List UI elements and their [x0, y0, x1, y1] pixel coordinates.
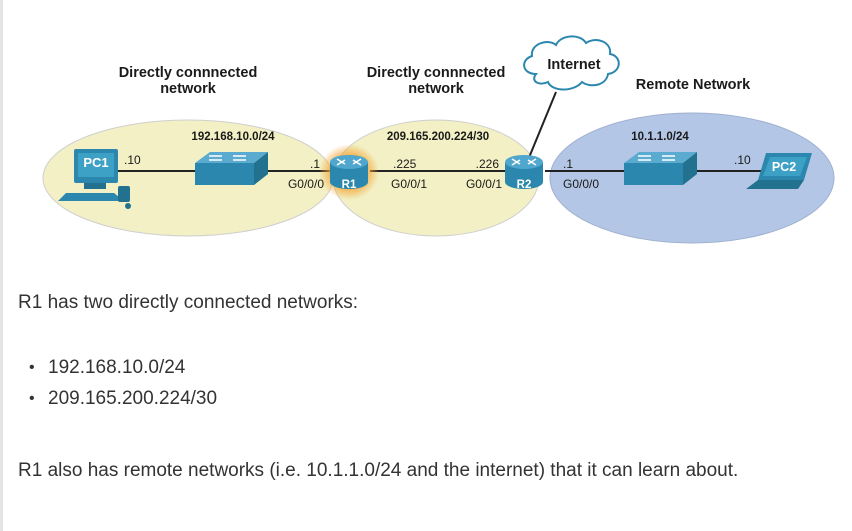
r1-g000-port: G0/0/0 [288, 177, 324, 191]
r2-wan-address: .226 [476, 157, 500, 171]
r1-label: R1 [342, 179, 357, 191]
r2-internet-link [527, 91, 557, 161]
right-switch-icon [624, 152, 697, 185]
middle-subnet-label: 209.165.200.224/30 [387, 131, 489, 143]
r2-label: R2 [517, 179, 532, 191]
r1-wan-address: .225 [393, 157, 417, 171]
pc1-label: PC1 [83, 155, 108, 170]
middle-network-title-line1: Directly connnected [367, 65, 506, 81]
remote-network-title: Remote Network [636, 77, 751, 93]
internet-cloud-icon [523, 35, 620, 91]
left-network-title-line2: network [160, 81, 217, 97]
middle-network-title-line2: network [408, 81, 465, 97]
directly-connected-list: 192.168.10.0/24 209.165.200.224/30 [18, 355, 217, 417]
pc2-host-address: .10 [734, 153, 751, 167]
r2-g001-port: G0/0/1 [466, 177, 502, 191]
left-switch-icon [195, 152, 268, 185]
network-diagram: Internet Directly connnected network Dir… [42, 35, 835, 244]
left-subnet-label: 192.168.10.0/24 [191, 131, 275, 143]
r1-router-icon [330, 155, 368, 189]
left-border [0, 0, 3, 531]
r1-g001-port: G0/0/1 [391, 177, 427, 191]
pc1-icon [58, 149, 131, 209]
r2-router-icon [505, 155, 543, 189]
list-item: 192.168.10.0/24 [18, 355, 217, 386]
list-item: 209.165.200.224/30 [18, 386, 217, 417]
internet-label: Internet [547, 57, 600, 73]
r1-lan-address: .1 [310, 157, 320, 171]
left-network-title-line1: Directly connnected [119, 65, 258, 81]
pc2-laptop-icon [746, 153, 812, 189]
pc1-host-address: .10 [124, 153, 141, 167]
remote-networks-text: R1 also has remote networks (i.e. 10.1.1… [18, 460, 739, 481]
right-subnet-label: 10.1.1.0/24 [631, 131, 689, 143]
pc2-label: PC2 [772, 160, 796, 174]
r2-g000-port: G0/0/0 [563, 177, 599, 191]
intro-text: R1 has two directly connected networks: [18, 292, 359, 313]
remote-network-area [549, 112, 835, 244]
r2-lan-address: .1 [563, 157, 573, 171]
